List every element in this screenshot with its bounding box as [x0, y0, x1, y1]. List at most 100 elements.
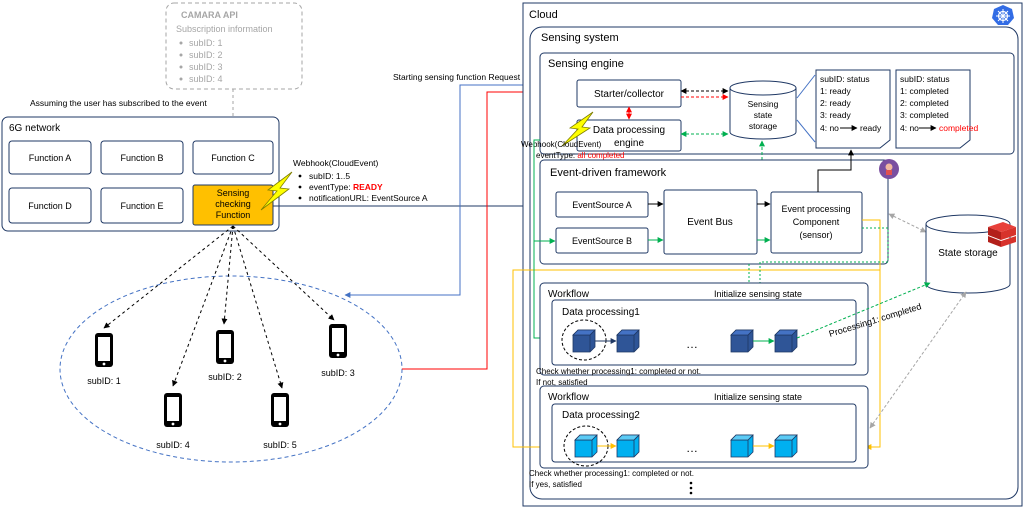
eventsource-b-label: EventSource B	[572, 236, 632, 246]
lightning-icon	[561, 111, 594, 147]
epc-label: (sensor)	[799, 230, 832, 240]
workflow-2-box: Workflow Initialize sensing state Data p…	[539, 385, 869, 469]
lightning-icon	[260, 171, 293, 211]
processing-step-icon	[774, 434, 798, 458]
function-d-label: Function D	[28, 201, 72, 211]
event-bus-box	[663, 189, 758, 255]
device-connections	[103, 225, 335, 389]
processing1-completed-arrow	[796, 282, 931, 339]
webhook-ready-annotation: Webhook(CloudEvent) subID: 1..5 eventTyp…	[293, 158, 428, 203]
6g-network-box: 6G network Function A Function B Functio…	[1, 116, 280, 232]
status-document-completed	[895, 69, 971, 149]
status-line: 2: completed	[900, 98, 949, 108]
current-step-highlight	[561, 319, 607, 361]
device-label: subID: 4	[156, 440, 190, 450]
processing-step-icon	[730, 329, 754, 353]
processing-step-icon	[774, 329, 798, 353]
phone-icon	[164, 393, 182, 427]
redis-icon	[988, 222, 1016, 247]
status-line: 2: ready	[820, 98, 851, 108]
status-arrow-value: ready	[860, 123, 882, 133]
sensing-function-label: Sensing	[217, 188, 250, 198]
workflow-1-check: Check whether processing1: completed or …	[536, 367, 701, 376]
status-arrow-value: completed	[939, 123, 978, 133]
storage-label: storage	[749, 121, 778, 131]
storage-label: state	[754, 110, 773, 120]
function-b-label: Function B	[120, 153, 163, 163]
webhook-subid: subID: 1..5	[309, 171, 350, 181]
device: subID: 5	[263, 393, 297, 450]
device-label: subID: 3	[321, 368, 355, 378]
workflow-2-check: Check whether processing1: completed or …	[529, 469, 694, 478]
processing-step-icon	[572, 329, 596, 353]
workflow-1-box: Workflow Initialize sensing state Data p…	[539, 282, 869, 376]
starter-collector-label: Starter/collector	[594, 89, 665, 100]
camara-item: subID: 4	[189, 74, 223, 84]
event-processing-component-box	[770, 191, 863, 254]
data-processing-title: Data processing2	[562, 410, 640, 421]
workflow-init: Initialize sensing state	[714, 289, 802, 299]
kubernetes-icon	[992, 5, 1014, 25]
data-processing-title: Data processing1	[562, 307, 640, 318]
function-a-label: Function A	[29, 153, 72, 163]
device-label: subID: 2	[208, 372, 242, 382]
start-request-arrow	[344, 84, 575, 298]
function-e-box	[100, 187, 184, 224]
camara-item: subID: 3	[189, 62, 223, 72]
start-request-label: Starting sensing function Request	[393, 72, 521, 82]
camara-item: subID: 1	[189, 38, 223, 48]
workflow-2-check: If yes, satisfied	[529, 480, 582, 489]
epc-label: Component	[793, 217, 840, 227]
status-line: 4: no	[820, 123, 839, 133]
status-line: subID: status	[820, 74, 870, 84]
state-storage: State storage	[925, 214, 1016, 294]
status-line: 1: completed	[900, 86, 949, 96]
device: subID: 4	[156, 393, 190, 450]
status-line: subID: status	[900, 74, 950, 84]
camara-item: subID: 2	[189, 50, 223, 60]
sensing-function-label: checking	[215, 199, 251, 209]
edf-title: Event-driven framework	[550, 167, 667, 179]
ellipsis: …	[686, 337, 698, 351]
camara-subtitle: Subscription information	[176, 24, 273, 34]
network-title: 6G network	[9, 123, 61, 134]
storage-label: Sensing	[748, 99, 779, 109]
eventsource-a-label: EventSource A	[572, 200, 632, 210]
function-b-box	[100, 140, 184, 175]
dpe-label: Data processing	[593, 125, 665, 136]
sensing-system-title: Sensing system	[541, 32, 619, 44]
processing-step-icon	[616, 434, 640, 458]
cloud-title: Cloud	[529, 9, 558, 21]
workflow-title: Workflow	[548, 392, 590, 403]
state-storage-label: State storage	[938, 248, 998, 259]
sensing-function-label: Function	[216, 210, 251, 220]
webhook-title: Webhook(CloudEvent)	[293, 158, 379, 168]
phone-icon	[216, 330, 234, 364]
function-d-box	[8, 187, 92, 224]
camara-api-box: CAMARA API Subscription information subI…	[165, 2, 303, 90]
sensing-state-storage-icon	[729, 80, 797, 140]
status-line: 3: ready	[820, 110, 851, 120]
status-line: 3: completed	[900, 110, 949, 120]
svg-text:eventType: READY: eventType: READY	[309, 182, 383, 192]
device: subID: 2	[208, 330, 242, 382]
webhook-event-label: eventType:	[309, 182, 353, 192]
webhook-event-value: READY	[353, 182, 383, 192]
device-label: subID: 5	[263, 440, 297, 450]
event-bus-label: Event Bus	[687, 217, 733, 228]
event-driven-framework-box: Event-driven framework EventSource A Eve…	[539, 159, 899, 265]
workflow-2-storage-arrow	[869, 291, 967, 429]
sensing-engine-title: Sensing engine	[548, 58, 624, 70]
function-c-box	[192, 140, 274, 175]
workflow-title: Workflow	[548, 289, 590, 300]
epc-label: Event processing	[781, 204, 850, 214]
function-c-label: Function C	[211, 153, 255, 163]
camara-title: CAMARA API	[181, 10, 238, 20]
webhook-completed-event: eventType: all completed	[536, 151, 625, 160]
sensing-checking-function-box	[192, 184, 274, 226]
phone-icon	[95, 333, 113, 367]
webhook-notification: notificationURL: EventSource A	[309, 193, 428, 203]
argo-events-icon	[879, 159, 899, 179]
ellipsis: …	[686, 441, 698, 455]
